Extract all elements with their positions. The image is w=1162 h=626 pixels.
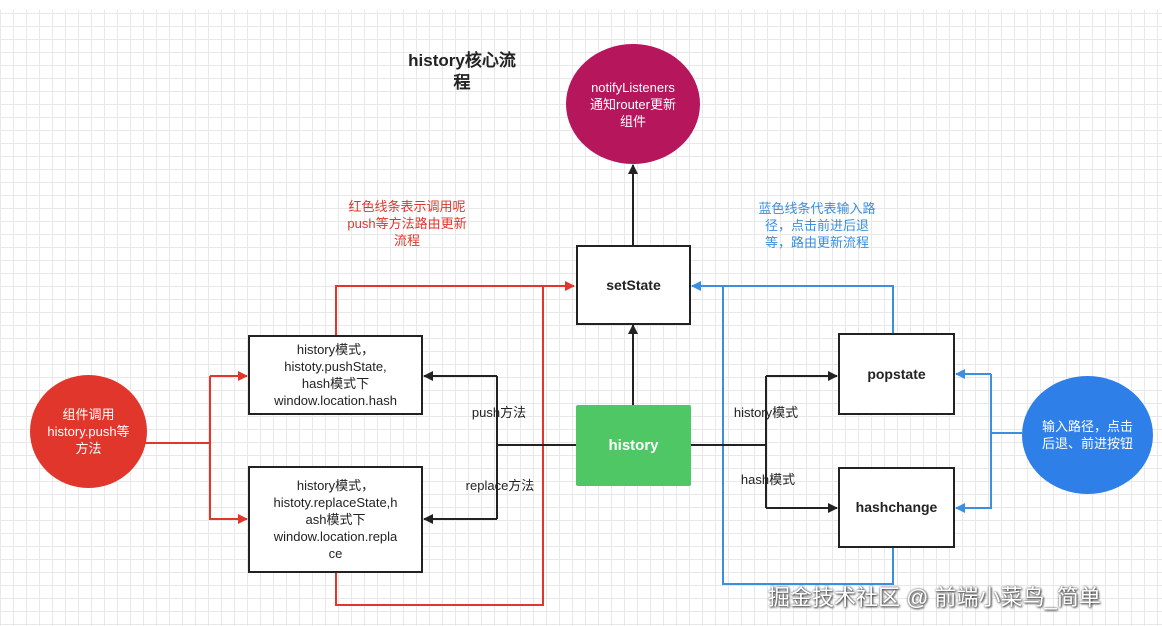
setstate-node: setState: [576, 245, 691, 325]
blue-popstate-to-setstate: [691, 281, 894, 333]
hashchange-node: hashchange: [838, 467, 955, 548]
diagram-title: history核心流 程: [408, 51, 516, 92]
replace-method-label: replace方法: [465, 478, 535, 493]
blue-flow-lines: [691, 281, 1022, 585]
push-method-box: history模式， histoty.pushState, hash模式下 wi…: [248, 335, 423, 415]
user-input-node: 输入路径，点击 后退、前进按钮: [1022, 376, 1153, 494]
red-flow-note: 红色线条表示调用呢 push等方法路由更新 流程: [347, 199, 467, 248]
blue-input-trunk: [990, 374, 1022, 434]
blue-hashchange-loop: [722, 286, 894, 585]
top-cropped-strip: [0, 0, 1162, 10]
hash-mode-label: hash模式: [740, 472, 796, 487]
notify-listeners-node: notifyListeners 通知router更新 组件: [566, 44, 700, 164]
red-trunk-line: [140, 376, 211, 444]
blue-arrow-to-hashchange: [955, 433, 992, 513]
watermark-text: 掘金技术社区 @ 前端小菜鸟_简单: [768, 585, 1101, 610]
history-mode-label: history模式: [733, 405, 799, 420]
component-call-node: 组件调用 history.push等 方法: [30, 375, 147, 488]
popstate-node: popstate: [838, 333, 955, 415]
push-method-label: push方法: [471, 405, 527, 420]
dark-flow-lines: [423, 164, 838, 524]
history-node: history: [576, 405, 691, 486]
replace-method-box: history模式， histoty.replaceState,h ash模式下…: [248, 466, 423, 573]
red-push-to-setstate: [335, 281, 575, 335]
blue-flow-note: 蓝色线条代表输入路 径，点击前进后退 等，路由更新流程: [758, 201, 876, 250]
red-arrow-to-replace-box: [209, 443, 248, 524]
